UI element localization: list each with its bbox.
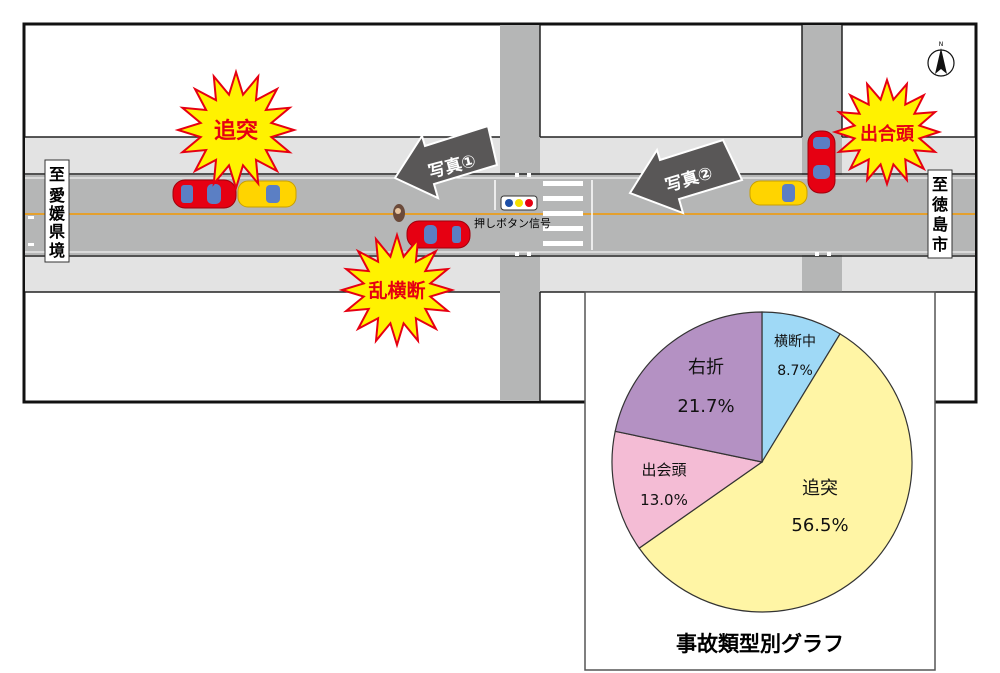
photo2-arrow: 写真② — [628, 138, 744, 215]
sign-char: 至 — [49, 165, 65, 184]
burst-label-rear-end: 追突 — [214, 118, 258, 144]
burst-label-jaywalk: 乱横断 — [368, 279, 425, 302]
sign-char: 県 — [49, 222, 65, 241]
burst-crossing — [831, 76, 943, 188]
sign-char: 島 — [932, 215, 948, 234]
slice-value-label: 56.5% — [791, 515, 848, 536]
sign-char: 境 — [49, 241, 65, 260]
pie-slice — [761, 311, 841, 465]
burst-label-crossing: 出合頭 — [860, 123, 915, 145]
car-yellow-crossing — [749, 180, 808, 206]
pie-slice — [611, 430, 764, 549]
car-red-jaywalk — [406, 220, 471, 249]
slice-value-label: 13.0% — [640, 491, 688, 509]
pie-slice — [638, 333, 913, 613]
chart-title: 事故類型別グラフ — [676, 632, 844, 656]
sign-char: 市 — [932, 235, 948, 254]
slice-label: 横断中 — [774, 334, 816, 350]
burst-jaywalk — [338, 231, 456, 349]
car-red-crossing — [807, 130, 836, 194]
car-red-rear-end — [172, 179, 237, 209]
push-button-signal-icon — [500, 195, 538, 211]
pedestrian-icon — [393, 204, 405, 222]
photo1-arrow: 写真① — [393, 124, 499, 200]
pie-chart — [611, 311, 913, 613]
pie-slice — [614, 311, 763, 463]
car-yellow-rear-end — [237, 180, 297, 208]
slice-label: 出会頭 — [641, 461, 686, 479]
slice-label: 右折 — [688, 357, 724, 378]
north-arrow-icon: N — [927, 41, 955, 77]
sign-char: 愛 — [49, 186, 65, 205]
sign-char: 徳 — [931, 195, 948, 214]
svg-text:N: N — [939, 41, 944, 48]
sign-char: 至 — [932, 175, 948, 194]
burst-rear-end — [174, 68, 298, 192]
west-destination-sign — [44, 159, 70, 263]
east-destination-sign — [927, 169, 953, 259]
slice-value-label: 8.7% — [777, 363, 813, 379]
crosswalk — [543, 181, 583, 246]
signal-label: 押しボタン信号 — [474, 216, 551, 230]
sign-char: 媛 — [48, 204, 66, 223]
slice-value-label: 21.7% — [677, 396, 734, 417]
slice-label: 追突 — [802, 478, 838, 499]
